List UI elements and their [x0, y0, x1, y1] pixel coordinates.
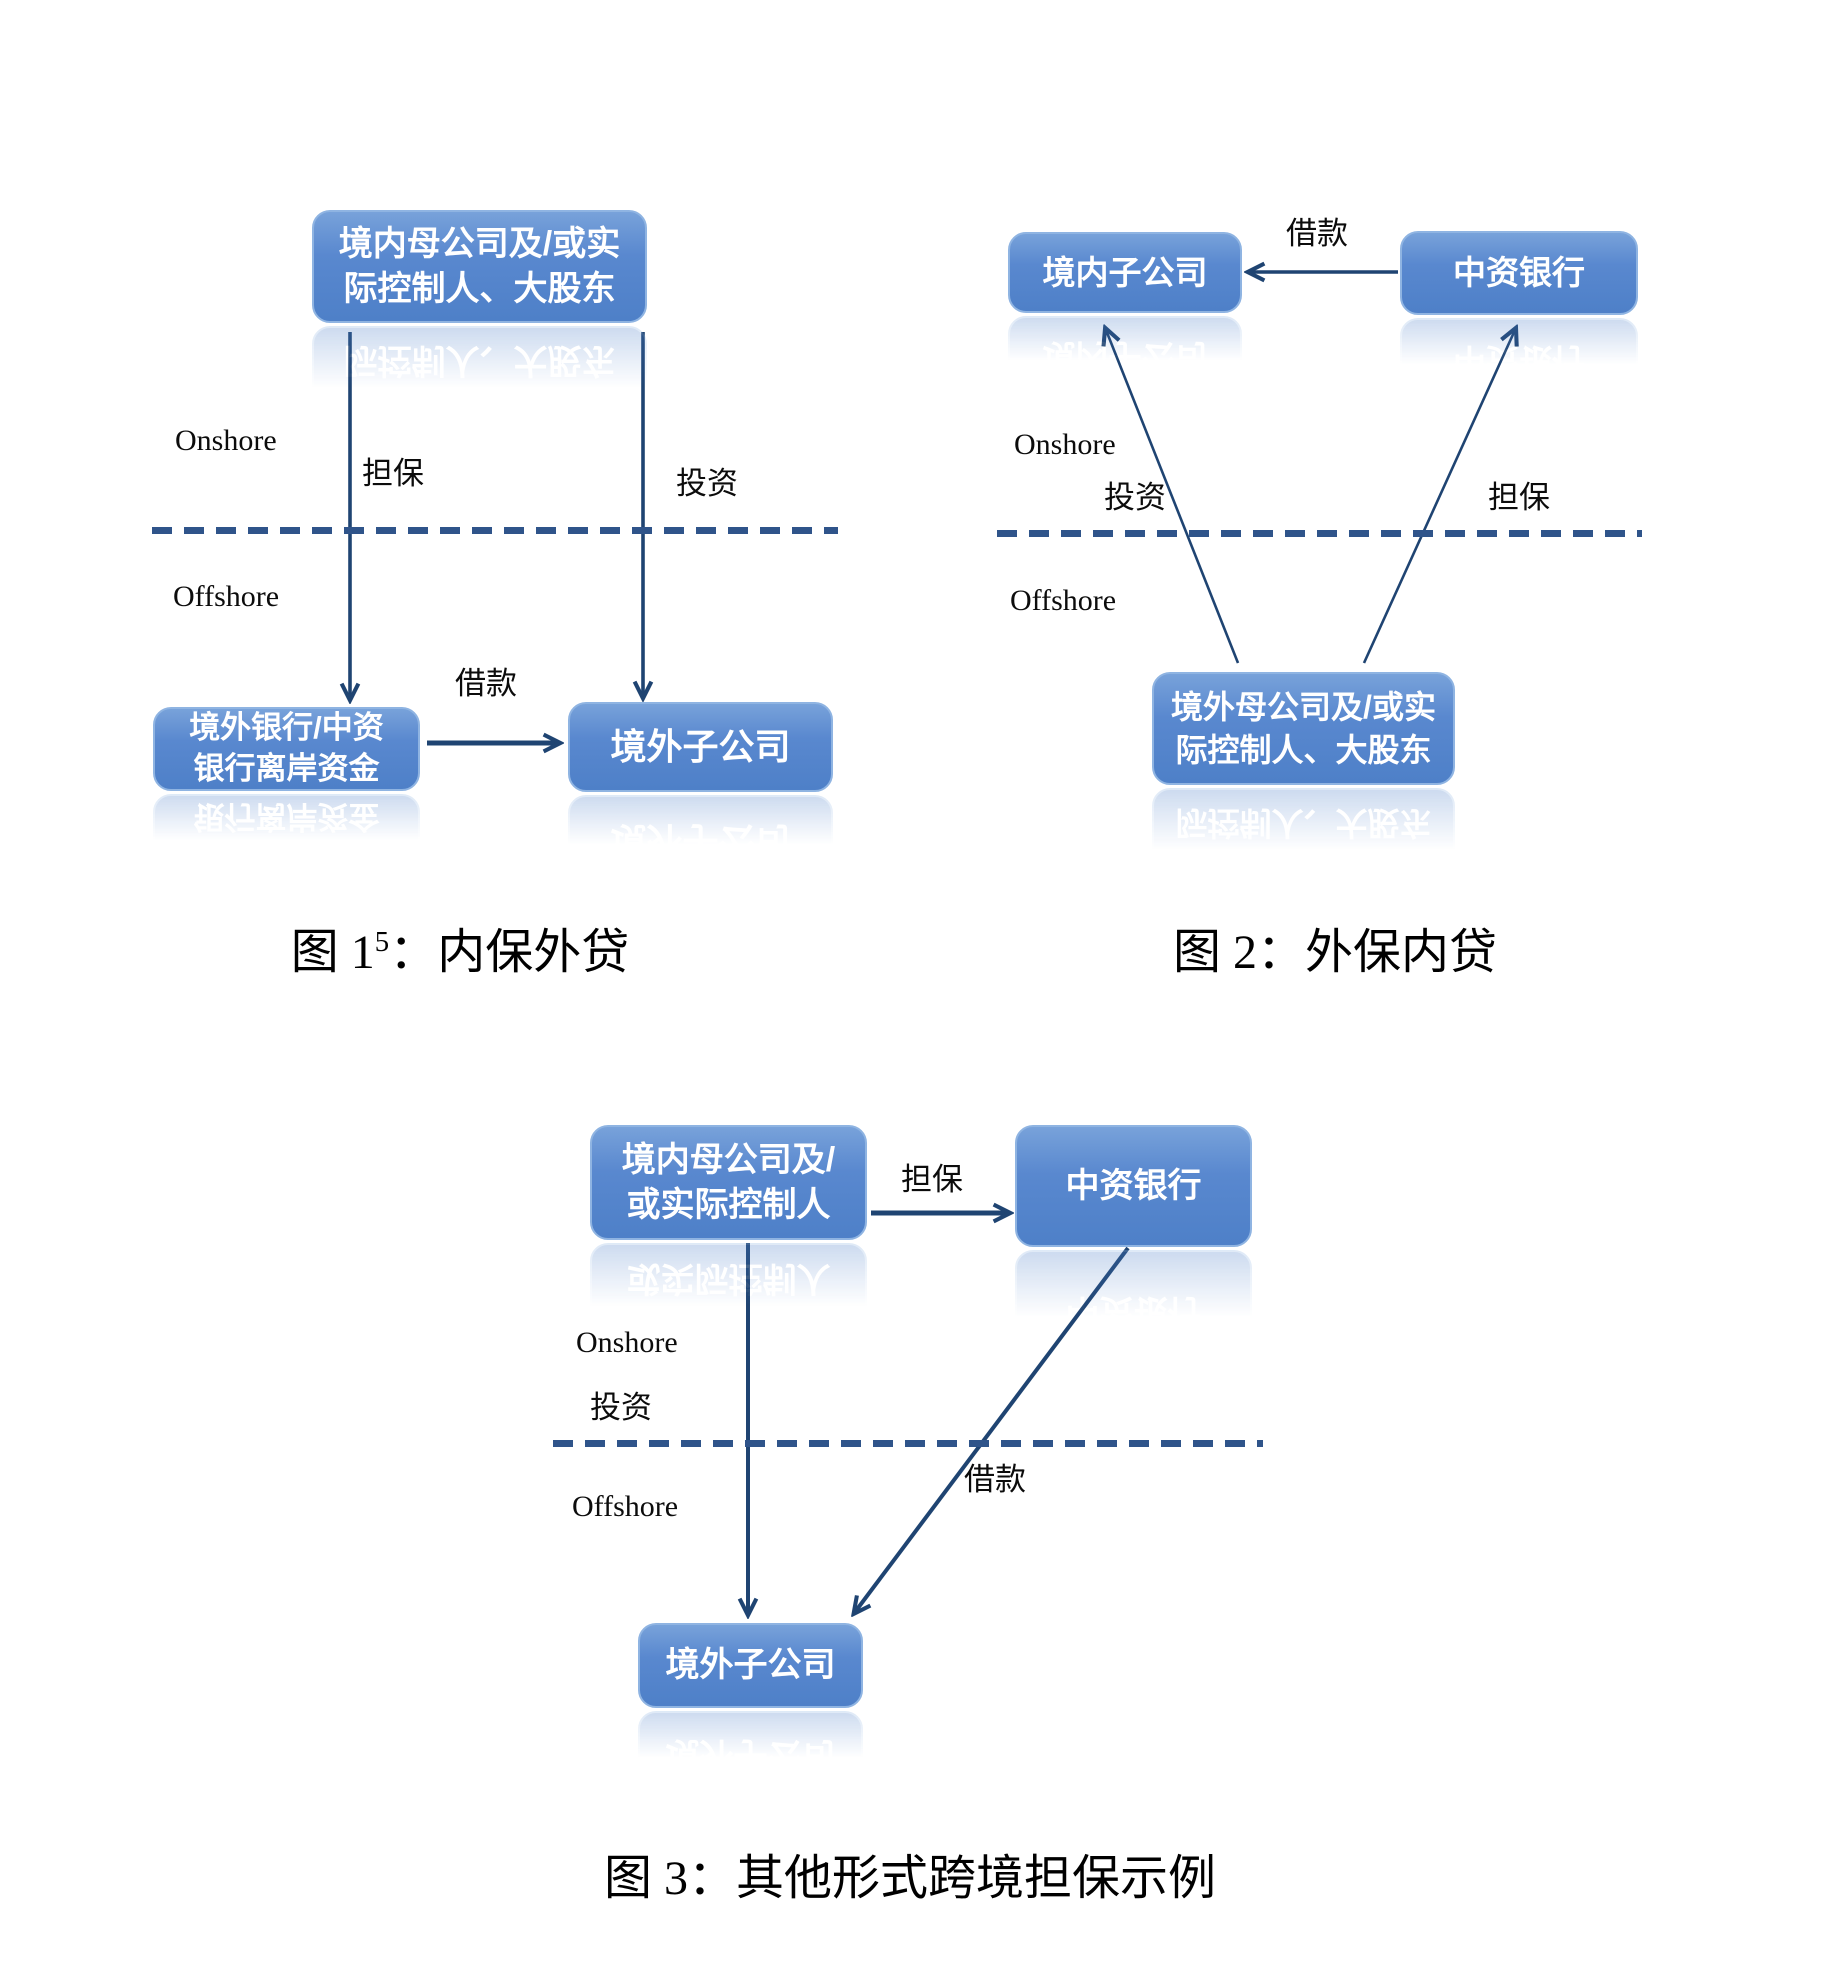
- f3-node-domestic-parent: 境内母公司及/ 或实际控制人 境内母公司及/ 或实际控制人: [590, 1125, 867, 1358]
- f1-offshore-label: Offshore: [173, 580, 280, 613]
- node-label: 境内子公司: [1042, 253, 1208, 291]
- node-label: 境外母公司及/或实 际控制人、大股东: [1171, 689, 1436, 768]
- f1-node-offshore-subsidiary: 境外子公司 境外子公司: [568, 702, 833, 885]
- f1-node-offshore-bank: 境外银行/中资 银行离岸资金 境外银行/中资 银行离岸资金: [153, 707, 420, 878]
- f3-node-chinese-bank: 中资银行 中资银行: [1015, 1125, 1252, 1372]
- f1-edge-label-loan: 借款: [455, 666, 517, 701]
- f2-edge-label-loan: 借款: [1286, 216, 1348, 251]
- f2-arrow-guarantee: [1362, 330, 1515, 664]
- node-label: 境内母公司及/或实 际控制人、大股东: [338, 224, 621, 308]
- figure3-caption: 图 3：其他形式跨境担保示例: [603, 1852, 1216, 1905]
- f2-node-offshore-parent: 境外母公司及/或实 际控制人、大股东 境外母公司及/或实 际控制人、大股东: [1152, 672, 1455, 901]
- f2-offshore-label: Offshore: [1010, 584, 1117, 617]
- f3-offshore-label: Offshore: [572, 1490, 679, 1523]
- figure2-caption: 图 2：外保内贷: [1172, 926, 1497, 979]
- f2-edge-label-guarantee: 担保: [1488, 480, 1550, 515]
- f2-edge-label-investment: 投资: [1104, 480, 1166, 515]
- f3-edge-label-loan: 借款: [964, 1462, 1026, 1497]
- f3-onshore-offshore-divider: [553, 1440, 1263, 1447]
- f2-onshore-label: Onshore: [1014, 428, 1116, 461]
- footnote-marker: 5: [374, 926, 390, 958]
- f3-edge-label-investment: 投资: [590, 1390, 652, 1425]
- node-label: 中资银行: [1453, 254, 1585, 292]
- f2-node-chinese-bank: 中资银行 中资银行: [1400, 231, 1638, 402]
- f2-onshore-offshore-divider: [997, 530, 1642, 537]
- node-label: 境内母公司及/ 或实际控制人: [621, 1140, 836, 1224]
- f2-node-domestic-subsidiary: 境内子公司 境内子公司: [1008, 232, 1242, 397]
- f2-arrow-investment: [1106, 330, 1240, 664]
- figure1-caption: 图 15：内保外贷: [290, 926, 630, 979]
- f3-arrow-loan: [855, 1246, 1130, 1612]
- node-label: 境外银行/中资 银行离岸资金: [189, 710, 384, 786]
- f3-edge-label-guarantee: 担保: [901, 1162, 963, 1197]
- node-label: 境外子公司: [610, 726, 791, 768]
- f3-node-offshore-subsidiary: 境外子公司 境外子公司: [638, 1623, 863, 1796]
- f1-onshore-offshore-divider: [152, 527, 838, 534]
- f3-onshore-label: Onshore: [576, 1326, 678, 1359]
- f1-onshore-label: Onshore: [175, 424, 277, 457]
- node-label: 境外子公司: [665, 1646, 836, 1685]
- f1-edge-label-guarantee: 担保: [362, 456, 424, 491]
- f1-edge-label-investment: 投资: [676, 466, 738, 501]
- f1-node-domestic-parent: 境内母公司及/或实 际控制人、大股东 境内母公司及/或实 际控制人、大股东: [312, 210, 647, 439]
- node-label: 中资银行: [1065, 1166, 1202, 1205]
